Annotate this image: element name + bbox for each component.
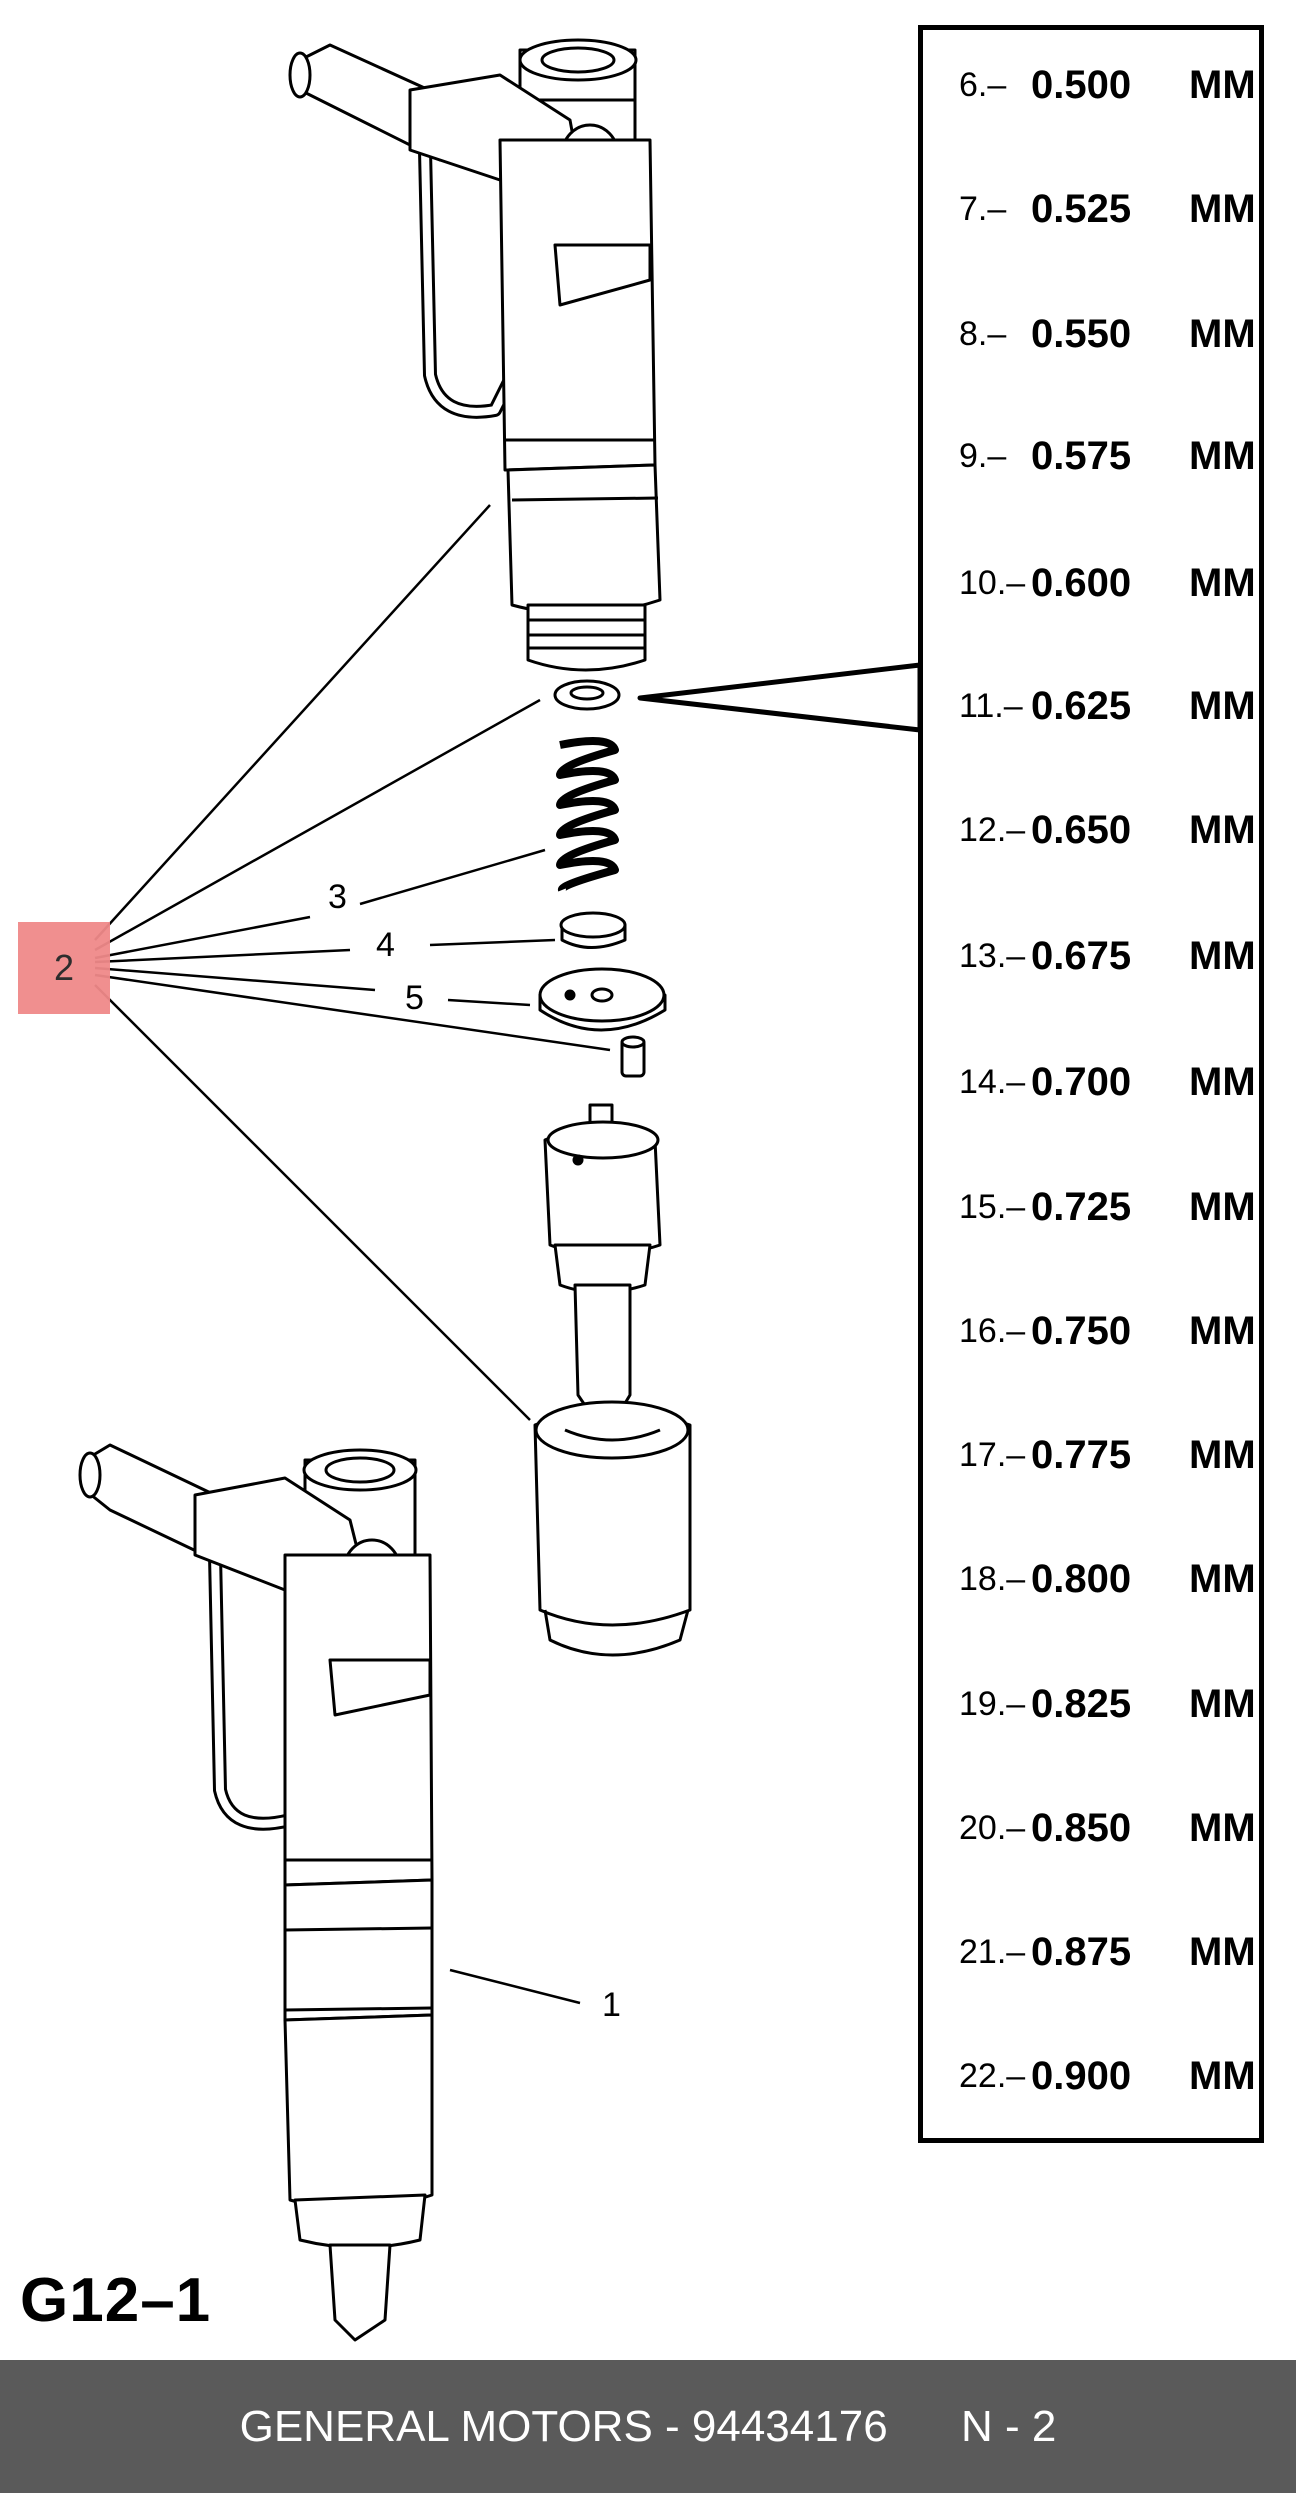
spec-value: 0.700 xyxy=(1031,1059,1132,1104)
spec-value: 0.900 xyxy=(1031,2053,1132,2098)
spec-index: 12.– xyxy=(959,810,1026,849)
spec-unit: MM xyxy=(1189,1432,1256,1477)
spec-unit: MM xyxy=(1189,1929,1256,1974)
callout-4: 4 xyxy=(376,926,395,964)
spec-index: 18.– xyxy=(959,1559,1026,1598)
assembled-injector xyxy=(78,1443,434,2342)
spec-index: 10.– xyxy=(959,563,1026,602)
spec-value: 0.725 xyxy=(1031,1184,1132,1229)
intermediate-disc xyxy=(538,967,667,1032)
spec-row: 19.–0.825 MM xyxy=(959,1674,1259,1734)
spec-index: 14.– xyxy=(959,1062,1026,1101)
spec-unit: MM xyxy=(1189,560,1256,605)
spec-row: 22.–0.900 MM xyxy=(959,2046,1259,2106)
callout-3: 3 xyxy=(328,878,347,916)
spec-index: 8.– xyxy=(959,314,1007,353)
spec-index: 17.– xyxy=(959,1435,1026,1474)
spec-unit: MM xyxy=(1189,433,1256,478)
spec-unit: MM xyxy=(1189,1556,1256,1601)
spec-row: 17.–0.775 MM xyxy=(959,1425,1259,1485)
spec-unit: MM xyxy=(1189,1681,1256,1726)
spec-unit: MM xyxy=(1189,1059,1256,1104)
spec-unit: MM xyxy=(1189,186,1256,231)
spec-index: 7.– xyxy=(959,189,1007,228)
spec-value: 0.600 xyxy=(1031,560,1132,605)
spec-row: 8.– 0.550 MM xyxy=(959,304,1259,364)
spring-seat xyxy=(559,911,627,949)
spec-value: 0.650 xyxy=(1031,807,1132,852)
spec-row: 16.–0.750 MM xyxy=(959,1301,1259,1361)
upper-injector-body xyxy=(288,38,662,672)
dowel-pin xyxy=(620,1035,646,1078)
spec-index: 19.– xyxy=(959,1684,1026,1723)
spec-index: 9.– xyxy=(959,436,1007,475)
spec-value: 0.550 xyxy=(1031,311,1132,356)
callout-2: 2 xyxy=(53,947,75,988)
spec-row: 20.–0.850 MM xyxy=(959,1798,1259,1858)
spec-value: 0.500 xyxy=(1031,62,1132,107)
spec-row: 15.–0.725 MM xyxy=(959,1177,1259,1237)
spec-value: 0.850 xyxy=(1031,1805,1132,1850)
spec-index: 13.– xyxy=(959,936,1026,975)
spec-unit: MM xyxy=(1189,311,1256,356)
callout-5: 5 xyxy=(405,979,424,1017)
spec-unit: MM xyxy=(1189,2053,1256,2098)
spec-value: 0.875 xyxy=(1031,1929,1132,1974)
spec-index: 20.– xyxy=(959,1808,1026,1847)
spec-index: 15.– xyxy=(959,1187,1026,1226)
spec-index: 6.– xyxy=(959,65,1007,104)
spec-unit: MM xyxy=(1189,1184,1256,1229)
nozzle xyxy=(543,1103,662,1422)
spec-row: 7.– 0.525 MM xyxy=(959,179,1259,239)
spec-unit: MM xyxy=(1189,1308,1256,1353)
spec-row: 11.–0.625 MM xyxy=(959,676,1259,736)
footer-bar: GENERAL MOTORS - 94434176 N - 2 xyxy=(0,2360,1296,2493)
spec-pointer xyxy=(637,662,923,733)
nozzle-nut xyxy=(533,1400,692,1657)
exploded-injector-diagram xyxy=(78,38,923,2342)
spec-value: 0.625 xyxy=(1031,683,1132,728)
spec-unit: MM xyxy=(1189,683,1256,728)
spec-row: 10.–0.600 MM xyxy=(959,553,1259,613)
spec-value: 0.825 xyxy=(1031,1681,1132,1726)
leader-lines xyxy=(94,504,611,2005)
spec-value: 0.675 xyxy=(1031,933,1132,978)
footer-page: N - 2 xyxy=(961,2401,1057,2451)
spec-row: 12.–0.650 MM xyxy=(959,800,1259,860)
spec-unit: MM xyxy=(1189,933,1256,978)
callout-2-hotspot[interactable]: 2 xyxy=(18,922,110,1014)
figure-label: G12–1 xyxy=(20,2266,212,2335)
spec-row: 14.–0.700 MM xyxy=(959,1052,1259,1112)
shim-washer xyxy=(553,679,621,711)
spec-index: 22.– xyxy=(959,2056,1026,2095)
spec-index: 21.– xyxy=(959,1932,1026,1971)
footer-part-number: GENERAL MOTORS - 94434176 xyxy=(239,2401,888,2451)
spec-value: 0.525 xyxy=(1031,186,1132,231)
spec-row: 6.– 0.500 MM xyxy=(959,55,1259,115)
spec-row: 21.–0.875 MM xyxy=(959,1922,1259,1982)
spec-row: 9.– 0.575 MM xyxy=(959,426,1259,486)
spec-row: 18.–0.800 MM xyxy=(959,1549,1259,1609)
spec-unit: MM xyxy=(1189,807,1256,852)
spec-index: 11.– xyxy=(959,686,1023,725)
footer-gap xyxy=(888,2402,961,2452)
spec-index: 16.– xyxy=(959,1311,1026,1350)
spec-row: 13.–0.675 MM xyxy=(959,926,1259,986)
spec-unit: MM xyxy=(1189,62,1256,107)
spec-value: 0.800 xyxy=(1031,1556,1132,1601)
callout-1: 1 xyxy=(602,1986,621,2024)
spring xyxy=(556,737,619,894)
spec-value: 0.575 xyxy=(1031,433,1132,478)
spec-value: 0.775 xyxy=(1031,1432,1132,1477)
spec-unit: MM xyxy=(1189,1805,1256,1850)
spec-value: 0.750 xyxy=(1031,1308,1132,1353)
